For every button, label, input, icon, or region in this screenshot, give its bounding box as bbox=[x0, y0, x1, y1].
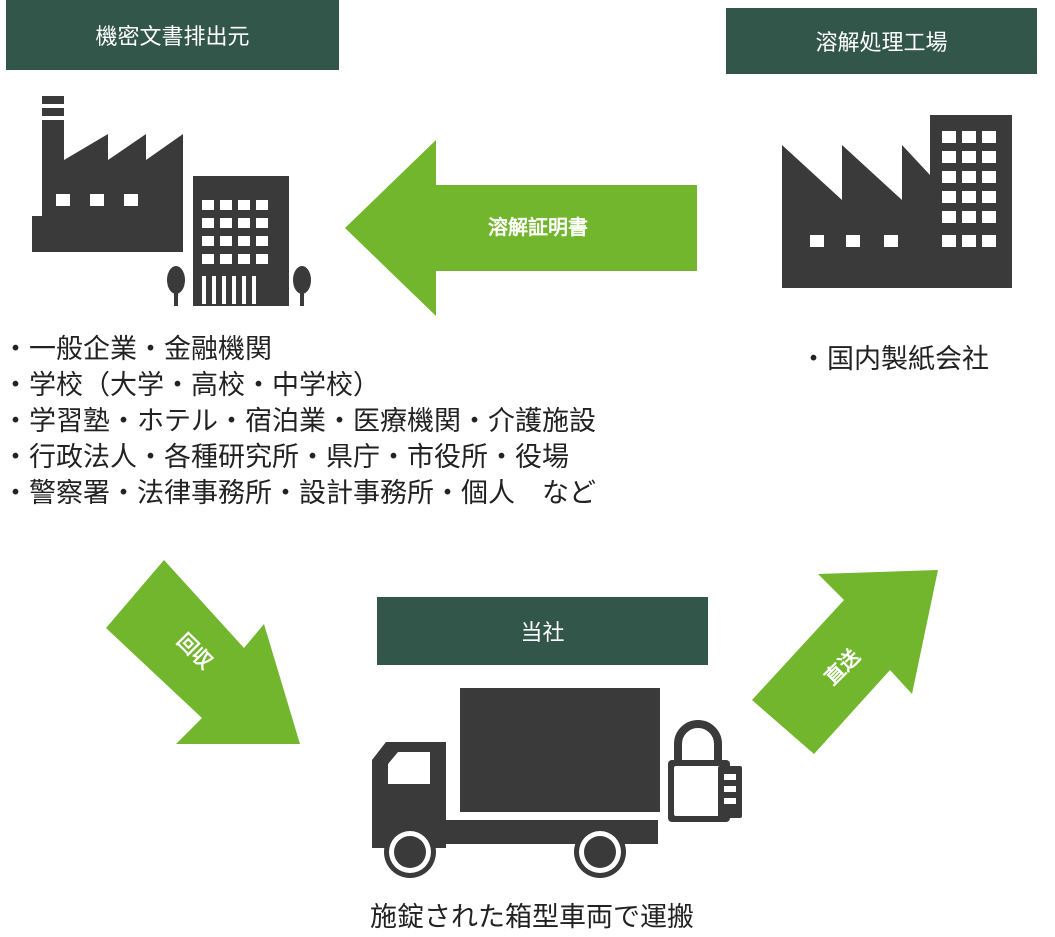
source-item: ・行政法人・各種研究所・県庁・市役所・役場 bbox=[2, 442, 569, 473]
paper-mill-icon bbox=[782, 115, 1012, 288]
certificate-arrow-label: 溶解証明書 bbox=[488, 215, 588, 239]
lock-icon bbox=[668, 720, 742, 822]
source-factory-icon bbox=[32, 96, 311, 306]
factory-list: ・国内製紙会社 bbox=[800, 342, 989, 378]
truck-icon bbox=[372, 688, 660, 878]
source-item: ・一般企業・金融機関 bbox=[2, 334, 272, 365]
company-title: 当社 bbox=[377, 597, 708, 665]
truck-caption: 施錠された箱型車両で運搬 bbox=[370, 902, 694, 933]
source-title: 機密文書排出元 bbox=[6, 0, 339, 70]
factory-title: 溶解処理工場 bbox=[726, 8, 1037, 74]
direct-arrow: 直送 bbox=[752, 570, 938, 754]
factory-item: ・国内製紙会社 bbox=[800, 344, 989, 375]
source-item: ・学習塾・ホテル・宿泊業・医療機関・介護施設 bbox=[2, 406, 596, 437]
source-item: ・学校（大学・高校・中学校） bbox=[2, 370, 380, 401]
source-list: ・一般企業・金融機関 ・学校（大学・高校・中学校） ・学習塾・ホテル・宿泊業・医… bbox=[2, 332, 596, 512]
source-item: ・警察署・法律事務所・設計事務所・個人 など bbox=[2, 478, 596, 509]
collect-arrow: 回収 bbox=[106, 560, 300, 744]
certificate-arrow: 溶解証明書 bbox=[345, 140, 697, 316]
